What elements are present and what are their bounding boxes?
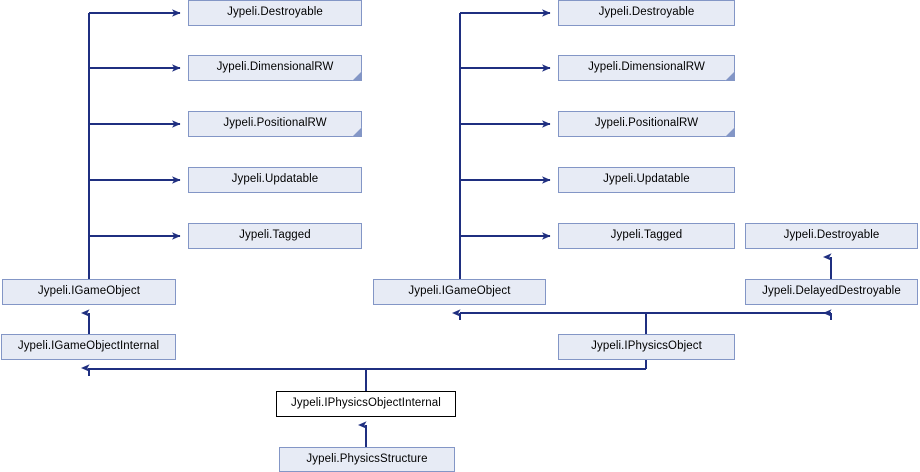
edge-iphysicsobject-to-delayeddestroyable — [645, 312, 831, 334]
node-l-tagged[interactable]: Jypeli.Tagged — [188, 223, 362, 249]
node-label: Jypeli.IGameObjectInternal — [17, 340, 160, 353]
node-label: Jypeli.IGameObject — [37, 285, 141, 298]
node-label: Jypeli.Destroyable — [227, 6, 323, 19]
node-l-positionalrw[interactable]: Jypeli.PositionalRW — [188, 111, 362, 137]
node-l-igameobjectinternal[interactable]: Jypeli.IGameObjectInternal — [1, 334, 176, 360]
node-label: Jypeli.Updatable — [603, 173, 690, 186]
node-r-iphysicsobject[interactable]: Jypeli.IPhysicsObject — [558, 334, 735, 360]
node-f-destroyable[interactable]: Jypeli.Destroyable — [745, 223, 918, 249]
node-r-tagged[interactable]: Jypeli.Tagged — [558, 223, 735, 249]
node-c-iphysicsobjectinternal[interactable]: Jypeli.IPhysicsObjectInternal — [276, 391, 456, 417]
node-label: Jypeli.DimensionalRW — [216, 61, 334, 74]
node-label: Jypeli.Tagged — [610, 229, 683, 242]
node-label: Jypeli.PositionalRW — [594, 117, 699, 130]
node-r-destroyable[interactable]: Jypeli.Destroyable — [558, 0, 735, 26]
node-r-dimensionalrw[interactable]: Jypeli.DimensionalRW — [558, 55, 735, 81]
node-l-igameobject[interactable]: Jypeli.IGameObject — [2, 279, 176, 305]
node-label: Jypeli.PositionalRW — [223, 117, 327, 130]
node-l-destroyable[interactable]: Jypeli.Destroyable — [188, 0, 362, 26]
node-label: Jypeli.Updatable — [231, 173, 319, 186]
node-label: Jypeli.IGameObject — [408, 285, 511, 298]
node-f-delayeddestroyable[interactable]: Jypeli.DelayedDestroyable — [745, 279, 918, 305]
node-r-updatable[interactable]: Jypeli.Updatable — [558, 167, 735, 193]
node-r-igameobject[interactable]: Jypeli.IGameObject — [373, 279, 546, 305]
node-label: Jypeli.Destroyable — [598, 6, 695, 19]
edge-iphysicsobject-to-igameobject — [460, 312, 647, 334]
node-b-physicsstructure[interactable]: Jypeli.PhysicsStructure — [279, 447, 455, 472]
node-l-updatable[interactable]: Jypeli.Updatable — [188, 167, 362, 193]
node-label: Jypeli.DimensionalRW — [588, 61, 705, 74]
node-label: Jypeli.PhysicsStructure — [306, 452, 428, 465]
node-r-positionalrw[interactable]: Jypeli.PositionalRW — [558, 111, 735, 137]
node-label: Jypeli.Tagged — [239, 229, 311, 242]
node-label: Jypeli.Destroyable — [783, 229, 880, 242]
node-l-dimensionalrw[interactable]: Jypeli.DimensionalRW — [188, 55, 362, 81]
node-label: Jypeli.DelayedDestroyable — [762, 285, 901, 298]
node-label: Jypeli.IPhysicsObject — [591, 340, 702, 353]
node-label: Jypeli.IPhysicsObjectInternal — [291, 397, 441, 410]
